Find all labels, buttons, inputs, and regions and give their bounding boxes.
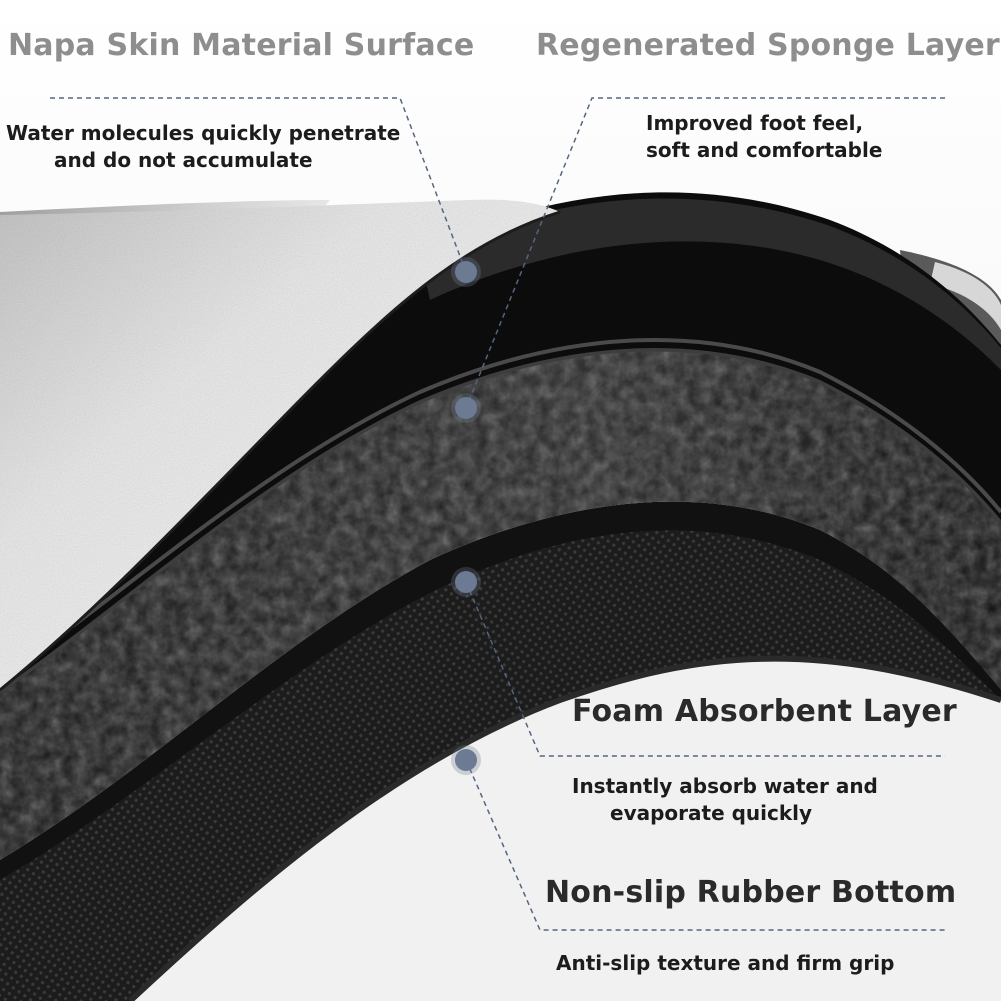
sponge-layer-desc-line2: soft and comfortable xyxy=(646,138,883,162)
napa-skin-title: Napa Skin Material Surface xyxy=(8,28,475,63)
leader-lines xyxy=(50,97,945,931)
foam-layer-desc-line2: evaporate quickly xyxy=(610,801,813,825)
sponge-layer-title: Regenerated Sponge Layer xyxy=(536,28,1000,63)
napa-skin-desc-line1: Water molecules quickly penetrate xyxy=(6,121,401,145)
rubber-bottom-title: Non-slip Rubber Bottom xyxy=(545,875,957,910)
layer-markers xyxy=(451,257,481,775)
foam-layer-title: Foam Absorbent Layer xyxy=(572,694,957,729)
foam-layer-desc-line1: Instantly absorb water and xyxy=(572,774,878,798)
napa-skin-desc-line2: and do not accumulate xyxy=(54,148,313,172)
sponge-layer-desc-line1: Improved foot feel, xyxy=(646,111,864,135)
rubber-bottom-desc: Anti-slip texture and firm grip xyxy=(556,951,895,975)
